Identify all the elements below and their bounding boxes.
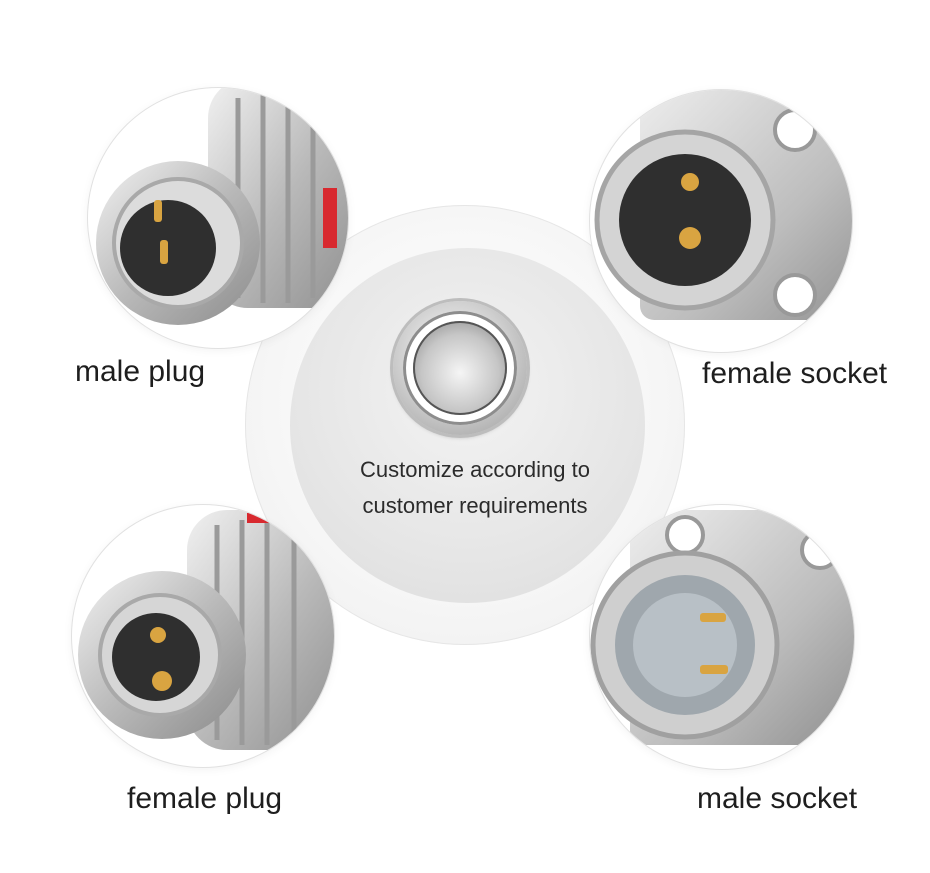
- caption-line-2: customer requirements: [362, 493, 588, 518]
- customize-caption: Customize according to customer requirem…: [330, 452, 620, 524]
- label-female-socket: female socket: [702, 357, 888, 390]
- female-socket-image: [590, 90, 852, 352]
- label-male-plug: male plug: [75, 355, 206, 388]
- caption-line-1: Customize according to: [360, 457, 590, 482]
- female-plug-icon: [78, 510, 334, 750]
- female-plug-image: [72, 505, 334, 767]
- male-plug-image: [88, 88, 348, 348]
- male-socket-icon: [590, 510, 854, 745]
- male-plug-icon: [96, 88, 348, 325]
- label-female-plug: female plug: [127, 782, 283, 815]
- center-connector-face: [413, 321, 507, 415]
- label-male-socket: male socket: [697, 782, 858, 815]
- male-socket-image: [590, 505, 854, 769]
- female-socket-icon: [594, 90, 852, 320]
